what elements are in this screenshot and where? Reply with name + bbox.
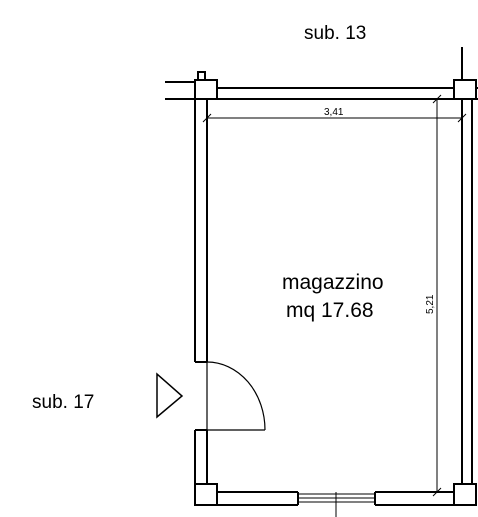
neighbor-top-label: sub. 13: [304, 23, 366, 44]
window-bottom: [298, 492, 375, 517]
dimension-length-label: 5,21: [425, 294, 436, 314]
corner-pillars: [194, 79, 477, 506]
room-walls: [194, 80, 478, 506]
dimension-width: [202, 113, 467, 123]
room-name: magazzino: [282, 271, 384, 294]
room-area: mq 17.68: [286, 299, 374, 322]
door-swing: [206, 361, 266, 431]
dimension-length: [432, 94, 442, 497]
entrance-arrow-icon: [156, 372, 184, 419]
dimension-width-label: 3,41: [324, 107, 344, 118]
neighbor-left-label: sub. 17: [32, 392, 94, 413]
